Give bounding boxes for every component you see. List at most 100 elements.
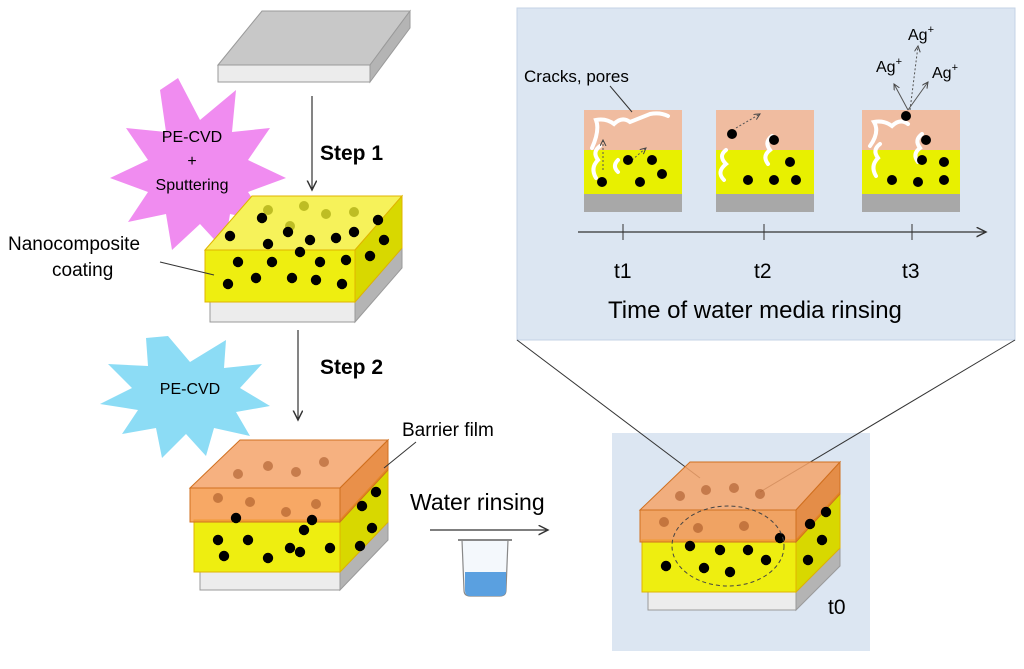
nanoparticle bbox=[739, 521, 749, 531]
nanoparticle bbox=[324, 542, 336, 554]
nanoparticle bbox=[304, 234, 316, 246]
nanoparticle bbox=[321, 209, 331, 219]
nanoparticle bbox=[212, 534, 224, 546]
nanoparticle bbox=[597, 177, 607, 187]
barrier-pointer bbox=[383, 441, 417, 469]
nanoparticle bbox=[336, 278, 348, 290]
zoom-line-left bbox=[516, 339, 701, 479]
ag-ion-charge: + bbox=[928, 24, 934, 36]
nanoparticle bbox=[291, 467, 301, 477]
ag-ion-charge: + bbox=[896, 56, 902, 68]
nanoparticle bbox=[232, 256, 244, 268]
nanoparticle bbox=[701, 485, 711, 495]
nanoparticle bbox=[319, 457, 329, 467]
nanoparticle bbox=[349, 207, 359, 217]
ag-ion-label-right: Ag+ bbox=[932, 62, 958, 82]
ag-ion-text: Ag bbox=[932, 65, 952, 82]
nanoparticle bbox=[675, 491, 685, 501]
nanoparticle bbox=[310, 274, 322, 286]
ag-release-arrows bbox=[894, 46, 928, 111]
nanoparticle bbox=[742, 544, 754, 556]
nanoparticle bbox=[340, 254, 352, 266]
nanoparticle bbox=[281, 507, 291, 517]
nanoparticle bbox=[222, 278, 234, 290]
nanoparticle bbox=[921, 135, 931, 145]
pecvd-burst bbox=[100, 336, 270, 458]
beaker-icon bbox=[458, 539, 512, 597]
nanoparticle bbox=[714, 544, 726, 556]
nanoparticle bbox=[693, 523, 703, 533]
nanoparticle bbox=[306, 514, 318, 526]
nanoparticle bbox=[939, 175, 949, 185]
nanoparticle bbox=[917, 155, 927, 165]
nanoparticle bbox=[233, 469, 243, 479]
nanoparticle bbox=[230, 512, 242, 524]
nanoparticles-barrier bbox=[212, 457, 382, 564]
escape-arrows bbox=[603, 114, 760, 170]
nanocomposite-label-line2: coating bbox=[52, 260, 113, 281]
nanoparticle bbox=[364, 250, 376, 262]
nanoparticle bbox=[724, 566, 736, 578]
t3-label: t3 bbox=[902, 260, 920, 283]
barrier-block bbox=[188, 438, 390, 592]
nanoparticle bbox=[791, 175, 801, 185]
nanoparticle bbox=[802, 554, 814, 566]
nanoparticles-inset bbox=[597, 111, 949, 187]
nanoparticle bbox=[245, 497, 255, 507]
nanoparticle bbox=[286, 272, 298, 284]
ag-ion-text: Ag bbox=[908, 27, 928, 44]
ag-ion-label-left: Ag+ bbox=[876, 56, 902, 76]
nanoparticle bbox=[785, 157, 795, 167]
nanoparticle bbox=[729, 483, 739, 493]
nanoparticle bbox=[218, 550, 230, 562]
nanoparticle bbox=[901, 111, 911, 121]
nanoparticle bbox=[284, 542, 296, 554]
nanoparticle bbox=[224, 230, 236, 242]
nanoparticle bbox=[299, 201, 309, 211]
t2-label: t2 bbox=[754, 260, 772, 283]
t0-block bbox=[638, 460, 842, 612]
nanoparticle bbox=[760, 554, 772, 566]
nanoparticle bbox=[213, 493, 223, 503]
ag-ion-text: Ag bbox=[876, 59, 896, 76]
nanoparticle bbox=[366, 522, 378, 534]
nanoparticle bbox=[743, 175, 753, 185]
nanoparticle bbox=[372, 214, 384, 226]
substrate-plate bbox=[216, 9, 411, 84]
nanoparticle bbox=[263, 205, 273, 215]
nanoparticle bbox=[769, 135, 779, 145]
nanoparticle bbox=[647, 155, 657, 165]
nanoparticle bbox=[370, 486, 382, 498]
nanoparticle bbox=[698, 562, 710, 574]
time-axis-title: Time of water media rinsing bbox=[608, 297, 902, 324]
nanoparticle bbox=[282, 226, 294, 238]
nanoparticles-coating bbox=[222, 201, 390, 290]
zoom-circle bbox=[671, 505, 785, 587]
nanoparticle bbox=[774, 532, 786, 544]
nanoparticle bbox=[263, 461, 273, 471]
nanoparticle bbox=[659, 517, 669, 527]
water-rinsing-label: Water rinsing bbox=[410, 489, 545, 515]
nanoparticle bbox=[939, 157, 949, 167]
nanoparticle bbox=[913, 177, 923, 187]
nanoparticle bbox=[250, 272, 262, 284]
nanoparticle bbox=[755, 489, 765, 499]
nanocomposite-label-line1: Nanocomposite bbox=[8, 234, 140, 255]
nanoparticle bbox=[769, 175, 779, 185]
nanoparticle bbox=[727, 129, 737, 139]
nanoparticle bbox=[314, 256, 326, 268]
nanoparticle bbox=[356, 500, 368, 512]
nanoparticle bbox=[262, 238, 274, 250]
barrier-film-label: Barrier film bbox=[402, 420, 494, 441]
t0-label: t0 bbox=[828, 596, 846, 619]
nanoparticle bbox=[242, 534, 254, 546]
cracks-pores-label: Cracks, pores bbox=[524, 67, 629, 86]
nanoparticle bbox=[660, 560, 672, 572]
ag-ion-label-top: Ag+ bbox=[908, 24, 934, 44]
cracks bbox=[590, 111, 924, 182]
nanoparticle bbox=[298, 524, 310, 536]
pecvd-label-bottom: PE-CVD bbox=[160, 381, 220, 398]
nanoparticle bbox=[816, 534, 828, 546]
nanoparticle bbox=[635, 177, 645, 187]
